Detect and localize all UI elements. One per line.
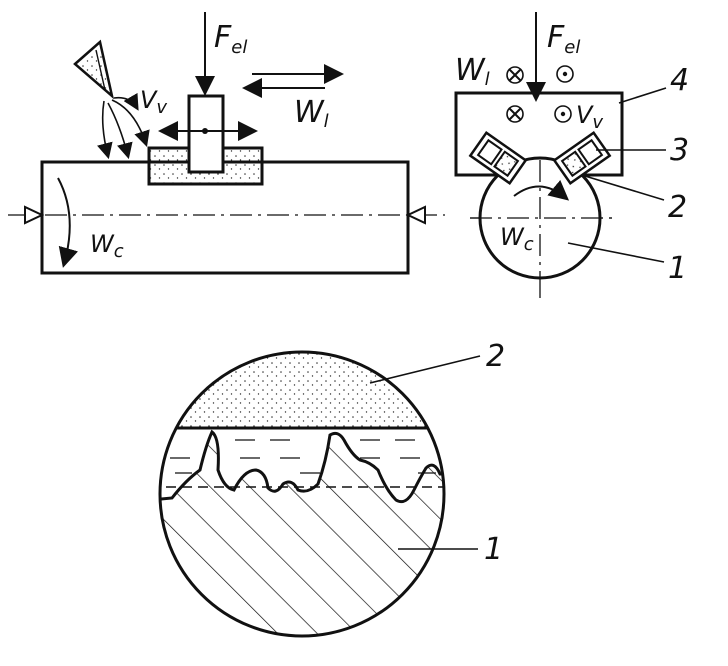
out-of-page-icon-upper bbox=[556, 65, 574, 83]
left-center-icon bbox=[24, 205, 45, 225]
leader-stone-mag bbox=[369, 355, 481, 384]
part-number-3: 3 bbox=[670, 133, 689, 168]
feed-label-end: Wl bbox=[455, 53, 490, 90]
part-number-1-mag: 1 bbox=[484, 532, 503, 567]
tool-holder-side bbox=[187, 94, 225, 174]
side-view: Fel Vv Wl Wc bbox=[8, 12, 445, 275]
rotation-label-end: Wc bbox=[500, 223, 534, 255]
rotation-arrow-end bbox=[513, 180, 570, 201]
coolant-spray-2 bbox=[107, 102, 133, 160]
stone-holder-right bbox=[552, 131, 612, 185]
part-number-1-end: 1 bbox=[668, 251, 687, 286]
into-page-icon-lower bbox=[506, 105, 524, 123]
stone-holder-left bbox=[468, 131, 528, 185]
oscillation-label-end: Vv bbox=[576, 101, 603, 133]
force-label-end: Fel bbox=[547, 20, 580, 58]
magnified-surface-view: 2 1 bbox=[158, 339, 505, 638]
coolant-nozzle-icon bbox=[73, 39, 115, 100]
end-view: Fel Wl Vv Wc 4 3 2 1 bbox=[454, 12, 689, 298]
magnifier-circle bbox=[158, 350, 446, 638]
feed-label-side: Wl bbox=[294, 95, 329, 132]
part-number-2-mag: 2 bbox=[486, 339, 505, 374]
right-center-icon bbox=[405, 205, 426, 225]
coolant-spray-3 bbox=[111, 99, 150, 148]
leader-2 bbox=[584, 175, 665, 201]
leader-1 bbox=[567, 242, 665, 263]
part-number-2: 2 bbox=[668, 190, 687, 225]
leader-4 bbox=[618, 87, 667, 104]
out-of-page-icon-lower bbox=[554, 105, 572, 123]
part-number-4: 4 bbox=[670, 63, 689, 98]
rotation-arrow-side bbox=[57, 177, 79, 268]
into-page-icon-upper bbox=[506, 66, 524, 84]
oscillation-label-side: Vv bbox=[140, 86, 167, 118]
coolant-spray-1 bbox=[97, 100, 113, 160]
force-label-side: Fel bbox=[214, 20, 247, 58]
coolant-spray-4 bbox=[113, 92, 139, 111]
rotation-label-side: Wc bbox=[90, 230, 124, 262]
workpiece-material bbox=[160, 429, 444, 636]
